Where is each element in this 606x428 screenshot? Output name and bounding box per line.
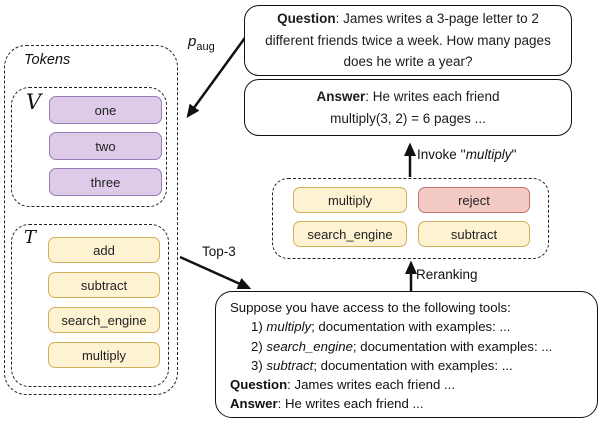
reranked-token-subtract: subtract bbox=[418, 221, 530, 247]
invoke-label-suffix: '' bbox=[511, 147, 517, 162]
prompt-tool-2-num: 2) bbox=[251, 338, 267, 354]
reranking-label: Reranking bbox=[416, 267, 478, 282]
prompt-tool-1-name: multiply bbox=[266, 319, 312, 335]
prompt-intro: Suppose you have access to the following… bbox=[230, 300, 511, 315]
vocab-container bbox=[11, 87, 167, 207]
prompt-tool-1-num: 1) bbox=[251, 319, 267, 335]
vocab-token-two: two bbox=[49, 132, 162, 160]
toolset-token-multiply: multiply bbox=[48, 342, 160, 368]
invoke-label-tool: multiply bbox=[465, 147, 512, 162]
prompt-tool-3-name: subtract bbox=[266, 357, 314, 373]
answer-text: Answer: He writes each friend multiply(3,… bbox=[245, 80, 571, 135]
tokens-title: Tokens bbox=[24, 52, 71, 68]
tokens-container bbox=[4, 45, 178, 395]
reranked-token-multiply: multiply bbox=[293, 187, 407, 213]
question-text: Question: James writes a 3-page letter t… bbox=[245, 6, 571, 75]
toolset-token-subtract: subtract bbox=[48, 272, 160, 298]
vocab-token-one: one bbox=[49, 96, 162, 124]
prompt-question-text: : James writes each friend ... bbox=[287, 377, 455, 393]
answer-box: Answer: He writes each friend multiply(3,… bbox=[244, 79, 572, 136]
question-body: : James writes a 3-page letter to 2 diff… bbox=[265, 11, 551, 70]
answer-label: Answer bbox=[316, 89, 366, 104]
prompt-question-line: Question: James writes each friend ... bbox=[230, 375, 589, 394]
toolset-token-search-engine: search_engine bbox=[48, 307, 160, 333]
prompt-tool-2: 2) search_engine; documentation with exa… bbox=[230, 337, 589, 356]
top3-label: Top-3 bbox=[202, 244, 236, 259]
vocab-token-three: three bbox=[49, 168, 162, 196]
prompt-answer-label: Answer bbox=[230, 396, 278, 412]
prompt-tool-3: 3) subtract; documentation with examples… bbox=[230, 356, 589, 375]
reranked-tools-container bbox=[272, 178, 549, 259]
prompt-answer-text: : He writes each friend ... bbox=[277, 396, 424, 412]
question-box: Question: James writes a 3-page letter t… bbox=[244, 5, 572, 76]
prompt-question-label: Question bbox=[230, 377, 288, 393]
toolset-set-label: T bbox=[24, 227, 37, 248]
p-aug-label: paug bbox=[188, 33, 215, 53]
prompt-box: Suppose you have access to the following… bbox=[215, 291, 598, 418]
p-aug-label-sub: aug bbox=[196, 41, 215, 53]
answer-body-line2: multiply(3, 2) = 6 pages ... bbox=[330, 110, 486, 126]
prompt-tool-3-rest: ; documentation with examples: ... bbox=[313, 357, 513, 373]
prompt-tool-1-rest: ; documentation with examples: ... bbox=[311, 319, 511, 335]
prompt-text: Suppose you have access to the following… bbox=[230, 298, 589, 414]
reranked-token-reject: reject bbox=[418, 187, 530, 213]
prompt-tool-1: 1) multiply; documentation with examples… bbox=[230, 317, 589, 336]
answer-body-line1: : He writes each friend bbox=[365, 89, 500, 104]
invoke-label-prefix: Invoke '' bbox=[417, 147, 466, 162]
question-label: Question bbox=[277, 11, 336, 27]
invoke-label: Invoke ''multiply'' bbox=[417, 147, 517, 162]
prompt-tool-2-name: search_engine bbox=[266, 338, 353, 354]
vocab-set-label: V bbox=[26, 90, 42, 114]
toolset-token-add: add bbox=[48, 237, 160, 263]
reranked-token-search-engine: search_engine bbox=[293, 221, 407, 247]
prompt-answer-line: Answer: He writes each friend ... bbox=[230, 394, 589, 413]
prompt-tool-2-rest: ; documentation with examples: ... bbox=[352, 338, 553, 354]
p-aug-label-p: p bbox=[188, 33, 197, 50]
toolset-container bbox=[11, 224, 169, 387]
prompt-tool-3-num: 3) bbox=[251, 357, 267, 373]
top3-arrow bbox=[179, 255, 252, 290]
